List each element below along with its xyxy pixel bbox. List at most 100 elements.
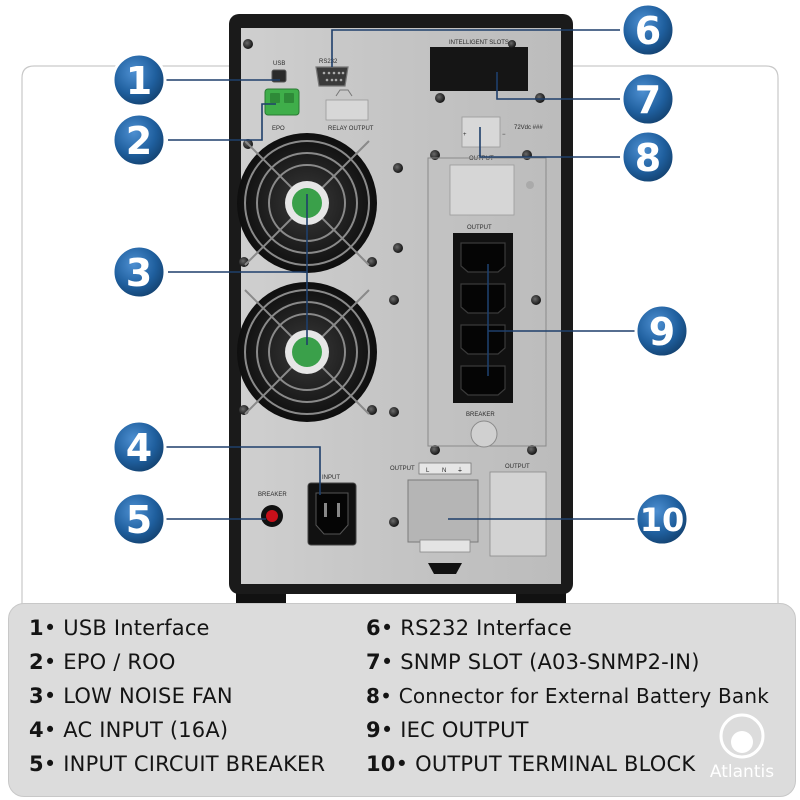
callout-5: 5	[111, 491, 167, 547]
legend-item-7: 7• SNMP SLOT (A03-SNMP2-IN)	[366, 650, 700, 674]
callout-number: 7	[635, 78, 661, 122]
brand-logo: Atlantis	[696, 712, 788, 786]
intelligent-slots-label: INTELLIGENT SLOTS	[449, 40, 509, 46]
ac-input-pin-l	[324, 503, 327, 517]
callout-number: 3	[126, 251, 152, 295]
snmp-slot[interactable]	[430, 47, 528, 91]
relay-output-bracket	[335, 89, 353, 97]
legend-text: IEC OUTPUT	[400, 718, 529, 742]
terminal-l-label: L	[426, 468, 430, 474]
input-breaker-red	[266, 510, 278, 522]
legend-item-3: 3• LOW NOISE FAN	[29, 684, 233, 708]
epo-label: EPO	[272, 126, 285, 132]
legend-item-10: 10• OUTPUT TERMINAL BLOCK	[366, 752, 696, 776]
callout-4: 4	[111, 419, 167, 475]
legend-text: USB Interface	[63, 616, 210, 640]
legend-number: 8	[366, 684, 381, 708]
callout-number: 9	[649, 310, 675, 354]
callout-number: 10	[640, 501, 685, 539]
legend-item-1: 1• USB Interface	[29, 616, 210, 640]
callout-number: 2	[126, 119, 152, 163]
legend-number: 7	[366, 650, 381, 674]
legend-text: OUTPUT TERMINAL BLOCK	[415, 752, 696, 776]
callout-2: 2	[111, 112, 167, 168]
output-right-plate	[489, 471, 547, 557]
battery-spec-label: 72Vdc ###	[514, 125, 543, 131]
callout-number: 1	[126, 59, 152, 103]
legend-number: 1	[29, 616, 44, 640]
legend-text: RS232 Interface	[400, 616, 572, 640]
callout-7: 7	[620, 71, 676, 127]
usb-port[interactable]	[271, 69, 287, 83]
legend-number: 3	[29, 684, 44, 708]
legend-number: 9	[366, 718, 381, 742]
legend-item-6: 6• RS232 Interface	[366, 616, 572, 640]
lower-fan	[237, 282, 377, 422]
panel-screws	[239, 39, 545, 527]
brand-mark-icon	[719, 713, 765, 759]
ac-input-inlet	[315, 492, 349, 535]
iec-outlets[interactable]	[460, 242, 506, 396]
snmp-slot-screw	[508, 40, 516, 48]
callout-3: 3	[111, 244, 167, 300]
breaker-right-label: BREAKER	[466, 412, 495, 418]
legend-number: 6	[366, 616, 381, 640]
legend-item-2: 2• EPO / ROO	[29, 650, 176, 674]
legend-number: 10	[366, 752, 396, 776]
usb-label: USB	[273, 61, 285, 67]
callout-6: 6	[620, 2, 676, 58]
callout-8: 8	[620, 129, 676, 185]
battery-minus-label: −	[502, 132, 506, 138]
legend-number: 4	[29, 718, 44, 742]
legend-text: SNMP SLOT (A03-SNMP2-IN)	[400, 650, 700, 674]
output-sockets-label: OUTPUT	[467, 225, 492, 231]
callout-number: 8	[635, 136, 661, 180]
legend-number: 2	[29, 650, 44, 674]
ac-input-pin-n	[337, 503, 340, 517]
callout-number: 6	[635, 9, 661, 53]
legend-number: 5	[29, 752, 44, 776]
terminal-cover-tab	[419, 539, 471, 553]
relay-output-label: RELAY OUTPUT	[328, 126, 374, 132]
callout-9: 9	[634, 303, 690, 359]
terminal-handle	[428, 563, 462, 574]
callout-number: 5	[126, 498, 152, 542]
input-label: INPUT	[322, 475, 340, 481]
legend-text: LOW NOISE FAN	[63, 684, 233, 708]
legend-item-4: 4• AC INPUT (16A)	[29, 718, 229, 742]
legend-text: INPUT CIRCUIT BREAKER	[63, 752, 326, 776]
epo-terminal-slot-b	[284, 93, 294, 103]
battery-connector-plate	[461, 116, 501, 148]
terminal-ground-symbol: ⏚	[457, 467, 463, 474]
callout-1: 1	[111, 52, 167, 108]
relay-output-plate	[325, 99, 369, 121]
rs232-pins	[322, 71, 345, 82]
output-indicator	[526, 181, 534, 189]
output-top-label: OUTPUT	[469, 156, 494, 162]
terminal-marking-strip	[418, 462, 472, 475]
epo-terminal-slot-a	[270, 93, 280, 103]
legend-text: Connector for External Battery Bank	[398, 684, 770, 708]
rs232-label: RS232	[319, 59, 338, 65]
output-terminal-block[interactable]	[407, 479, 479, 543]
output-breaker-knockout	[470, 420, 498, 448]
legend-item-9: 9• IEC OUTPUT	[366, 718, 529, 742]
legend-text: EPO / ROO	[63, 650, 176, 674]
legend-item-8: 8• Connector for External Battery Bank	[366, 684, 770, 708]
breaker-left-label: BREAKER	[258, 492, 287, 498]
terminal-output-right-label: OUTPUT	[505, 464, 530, 470]
terminal-output-label: OUTPUT	[390, 466, 415, 472]
terminal-n-label: N	[442, 468, 446, 474]
background-frame	[21, 65, 779, 608]
callout-10: 10	[634, 491, 690, 547]
callout-number: 4	[126, 426, 152, 470]
rs232-port[interactable]	[315, 66, 349, 87]
legend-item-5: 5• INPUT CIRCUIT BREAKER	[29, 752, 326, 776]
legend-panel: 1• USB Interface 2• EPO / ROO 3• LOW NOI…	[8, 603, 796, 797]
callout-markers: 1 2 3 4 5 6 7 8 9 10	[111, 2, 690, 547]
brand-name: Atlantis	[709, 762, 775, 782]
legend-text: AC INPUT (16A)	[63, 718, 229, 742]
output-blank-plate	[449, 164, 515, 216]
battery-plus-label: +	[463, 132, 467, 138]
